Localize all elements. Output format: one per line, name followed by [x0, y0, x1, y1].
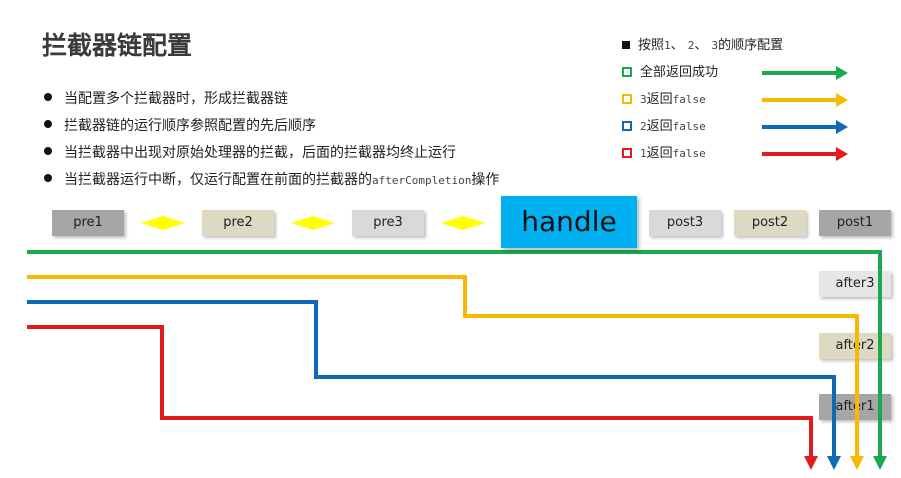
legend-number: 3 [711, 39, 719, 52]
filled-square-icon [622, 40, 630, 49]
bullet-text: 当配置多个拦截器时，形成拦截器链 [64, 91, 288, 107]
blue-square-icon [622, 120, 632, 131]
legend-label: 按照 [638, 38, 665, 53]
bullet-text: 当拦截器中出现对原始处理器的拦截，后面的拦截器均终止运行 [64, 145, 456, 161]
yellow-arrowhead-icon [850, 456, 864, 470]
blue-arrow-icon [762, 120, 848, 134]
bullet-text: 操作 [471, 172, 500, 188]
yellow-diamond-icon [441, 216, 485, 230]
legend-item-3-false: 3返回false [622, 90, 848, 117]
blue-arrowhead-icon [827, 456, 841, 470]
legend-item-2-false: 2返回false [622, 117, 848, 144]
yellow-diamond-icon [291, 216, 335, 230]
green-arrow-icon [762, 66, 848, 80]
green-arrowhead-icon [873, 456, 887, 470]
post1-box: post1 [819, 210, 891, 236]
red-flow-line [27, 325, 813, 460]
green-square-icon [622, 66, 632, 77]
legend-item-all-success: 全部返回成功 [622, 63, 848, 90]
bullet-list: 当配置多个拦截器时，形成拦截器链 拦截器链的运行顺序参照配置的先后顺序 当拦截器… [44, 86, 499, 194]
red-arrow-icon [762, 147, 848, 161]
bullet-item: 当拦截器运行中断，仅运行配置在前面的拦截器的afterCompletion操作 [44, 167, 499, 194]
bullet-dot-icon [44, 147, 52, 155]
legend-code: false [672, 93, 706, 106]
bullet-code: afterCompletion [372, 174, 472, 187]
bullet-dot-icon [44, 174, 52, 182]
legend-label: 返回 [646, 92, 673, 107]
after3-box: after3 [819, 271, 891, 297]
legend-separator: 、 [694, 38, 712, 53]
handle-box: handle [501, 196, 637, 248]
legend-label: 返回 [646, 119, 673, 134]
yellow-flow-line [27, 275, 859, 460]
red-arrowhead-icon [804, 456, 818, 470]
pre1-box: pre1 [52, 210, 124, 236]
yellow-diamond-icon [141, 216, 185, 230]
after1-box: after1 [819, 394, 891, 420]
post3-box: post3 [649, 210, 721, 236]
legend-label: 返回 [646, 146, 673, 161]
green-flow-line [27, 250, 882, 460]
legend-item-1-false: 1返回false [622, 144, 848, 171]
yellow-arrow-icon [762, 93, 848, 107]
bullet-dot-icon [44, 120, 52, 128]
pre3-box: pre3 [352, 210, 424, 236]
legend: 按照1、 2、 3的顺序配置 全部返回成功 3返回false 2返回false … [622, 36, 848, 171]
post2-box: post2 [734, 210, 806, 236]
legend-label: 的顺序配置 [718, 38, 784, 53]
bullet-item: 当配置多个拦截器时，形成拦截器链 [44, 86, 499, 113]
legend-separator: 、 [670, 38, 688, 53]
legend-item-order: 按照1、 2、 3的顺序配置 [622, 36, 783, 63]
page-title: 拦截器链配置 [42, 31, 193, 60]
legend-number: 2 [640, 120, 647, 133]
legend-code: false [672, 147, 706, 160]
bullet-dot-icon [44, 93, 52, 101]
bullet-text: 拦截器链的运行顺序参照配置的先后顺序 [64, 118, 316, 134]
bullet-item: 当拦截器中出现对原始处理器的拦截，后面的拦截器均终止运行 [44, 140, 499, 167]
bullet-text: 当拦截器运行中断，仅运行配置在前面的拦截器的 [64, 172, 372, 188]
after2-box: after2 [819, 333, 891, 359]
legend-code: false [672, 120, 706, 133]
pre2-box: pre2 [202, 210, 274, 236]
legend-number: 3 [640, 93, 647, 106]
legend-number: 1 [640, 147, 647, 160]
legend-number: 2 [687, 39, 695, 52]
yellow-square-icon [622, 93, 632, 104]
bullet-item: 拦截器链的运行顺序参照配置的先后顺序 [44, 113, 499, 140]
legend-number: 1 [664, 39, 671, 52]
red-square-icon [622, 147, 632, 158]
legend-label: 全部返回成功 [640, 65, 719, 80]
